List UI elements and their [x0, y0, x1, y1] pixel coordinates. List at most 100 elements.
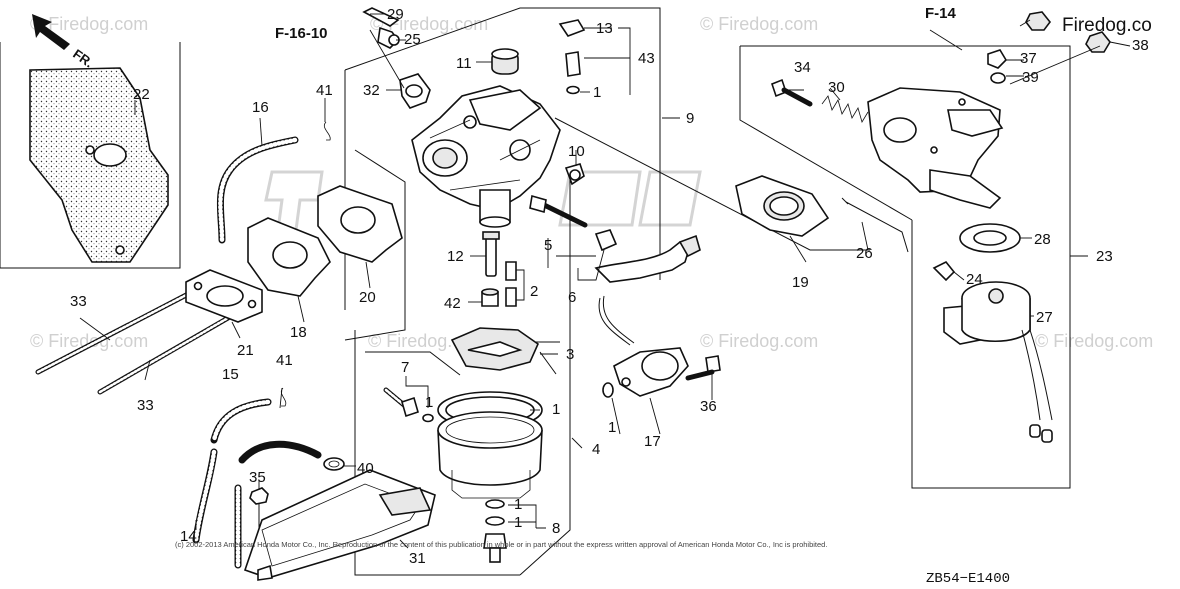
watermark-text-top-right: Firedog.co — [1062, 15, 1152, 36]
callout-35: 35 — [249, 469, 266, 486]
callout-10: 10 — [568, 143, 585, 160]
part-20-insulator — [317, 185, 403, 263]
part-14-drain-tube — [234, 440, 322, 569]
part-2-slow-jet — [505, 261, 517, 307]
callout-15: 15 — [222, 366, 239, 383]
callout-9: 9 — [686, 110, 694, 127]
watermark-text: © Firedog.com — [370, 14, 488, 34]
callout-27: 27 — [1036, 309, 1053, 326]
watermark-text: © Firedog.com — [700, 331, 818, 351]
part-1-washer — [602, 382, 614, 398]
part-40-clip — [323, 457, 345, 471]
part-19-gasket — [735, 175, 830, 237]
callout-42: 42 — [444, 295, 461, 312]
callout-6: 6 — [568, 289, 576, 306]
callout-18: 18 — [290, 324, 307, 341]
callout-1-f: 1 — [608, 419, 616, 436]
part-4-float-chamber — [437, 391, 543, 499]
watermark-text: © Firedog.com — [700, 14, 818, 34]
front-arrow-icon — [32, 14, 70, 50]
part-34-screw — [771, 78, 813, 107]
part-24-screw — [932, 260, 956, 282]
watermark-text: © Firedog.com — [1035, 331, 1153, 351]
part-36-bolt — [685, 355, 721, 381]
callout-1-b: 1 — [425, 394, 433, 411]
part-13-pilot-screw-set — [558, 19, 586, 95]
part-11-cap — [491, 48, 519, 75]
part-12-main-nozzle — [482, 231, 500, 277]
part-37-nut — [987, 49, 1008, 69]
part-31-drain-bracket — [243, 469, 436, 581]
callout-1: 1 — [593, 84, 601, 101]
part-42-main-jet — [481, 288, 499, 307]
callout-26: 26 — [856, 245, 873, 262]
copyright-notice: (c) 2002-2013 American Honda Motor Co., … — [175, 540, 827, 549]
callout-2: 2 — [530, 283, 538, 300]
part-7-drain-screw — [383, 387, 434, 423]
callout-20: 20 — [359, 289, 376, 306]
part-29-lever-plate — [362, 7, 400, 27]
part-top-washer — [1025, 11, 1052, 31]
callout-41: 41 — [316, 82, 333, 99]
callout-7: 7 — [401, 359, 409, 376]
watermark-text: © Firedog.com — [30, 331, 148, 351]
part-8-drain-bolt-set — [483, 499, 507, 563]
part-21-insulator-gasket — [185, 269, 263, 323]
callout-23: 23 — [1096, 248, 1113, 265]
callout-37: 37 — [1020, 50, 1037, 67]
callout-28: 28 — [1034, 231, 1051, 248]
callout-12: 12 — [447, 248, 464, 265]
diagram-code: ZB54−E1400 — [926, 571, 1010, 587]
front-label: FR. — [70, 46, 96, 70]
callout-19: 19 — [792, 274, 809, 291]
part-33-stud-bolts — [35, 289, 231, 395]
callout-21: 21 — [237, 342, 254, 359]
part-16-fuel-hose — [216, 136, 299, 244]
part-control-base-bracket — [867, 87, 1004, 209]
callout-5: 5 — [544, 237, 552, 254]
leader-lines — [79, 13, 1131, 549]
part-27-stepping-motor — [943, 281, 1053, 443]
callout-30: 30 — [828, 79, 845, 96]
callout-25: 25 — [404, 31, 421, 48]
callout-1-e: 1 — [514, 514, 522, 531]
ref-label-right: F-14 — [925, 5, 957, 22]
callout-labels: 22 16 41 32 11 29 25 13 43 1 9 10 5 6 12… — [70, 6, 1149, 567]
watermark-text: © Firedog.com — [30, 14, 148, 34]
callout-3: 3 — [566, 346, 574, 363]
part-15-breather-hose — [192, 398, 272, 544]
callout-14: 14 — [180, 528, 197, 545]
callout-43: 43 — [638, 50, 655, 67]
callout-36: 36 — [700, 398, 717, 415]
callout-22: 22 — [133, 86, 150, 103]
part-18-gasket — [247, 217, 331, 297]
callout-8: 8 — [552, 520, 560, 537]
callout-38: 38 — [1132, 37, 1149, 54]
callout-1-c: 1 — [552, 401, 560, 418]
part-26-throttle-rod — [841, 197, 909, 253]
callout-29: 29 — [387, 6, 404, 23]
part-28-gasket — [959, 223, 1021, 253]
part-22-air-cleaner-gasket — [29, 67, 169, 263]
part-5-throttle-stop-screw — [529, 194, 588, 228]
callout-39: 39 — [1022, 69, 1039, 86]
callout-40: 40 — [357, 460, 374, 477]
callout-11: 11 — [456, 55, 472, 72]
ref-label-left: F-16-10 — [275, 25, 328, 42]
callout-31: 31 — [409, 550, 426, 567]
callout-24: 24 — [966, 271, 983, 288]
callout-17: 17 — [644, 433, 661, 450]
part-30-spring — [821, 95, 869, 123]
callout-13: 13 — [596, 20, 613, 37]
part-6-spring — [594, 229, 618, 252]
callout-34: 34 — [794, 59, 811, 76]
callout-33: 33 — [70, 293, 87, 310]
callout-16: 16 — [252, 99, 269, 116]
callout-41-b: 41 — [276, 352, 293, 369]
part-10-screw — [564, 163, 585, 186]
part-9-carburetor-body — [411, 85, 561, 228]
callout-32: 32 — [363, 82, 380, 99]
part-17-fuel-cut-solenoid — [594, 234, 701, 397]
